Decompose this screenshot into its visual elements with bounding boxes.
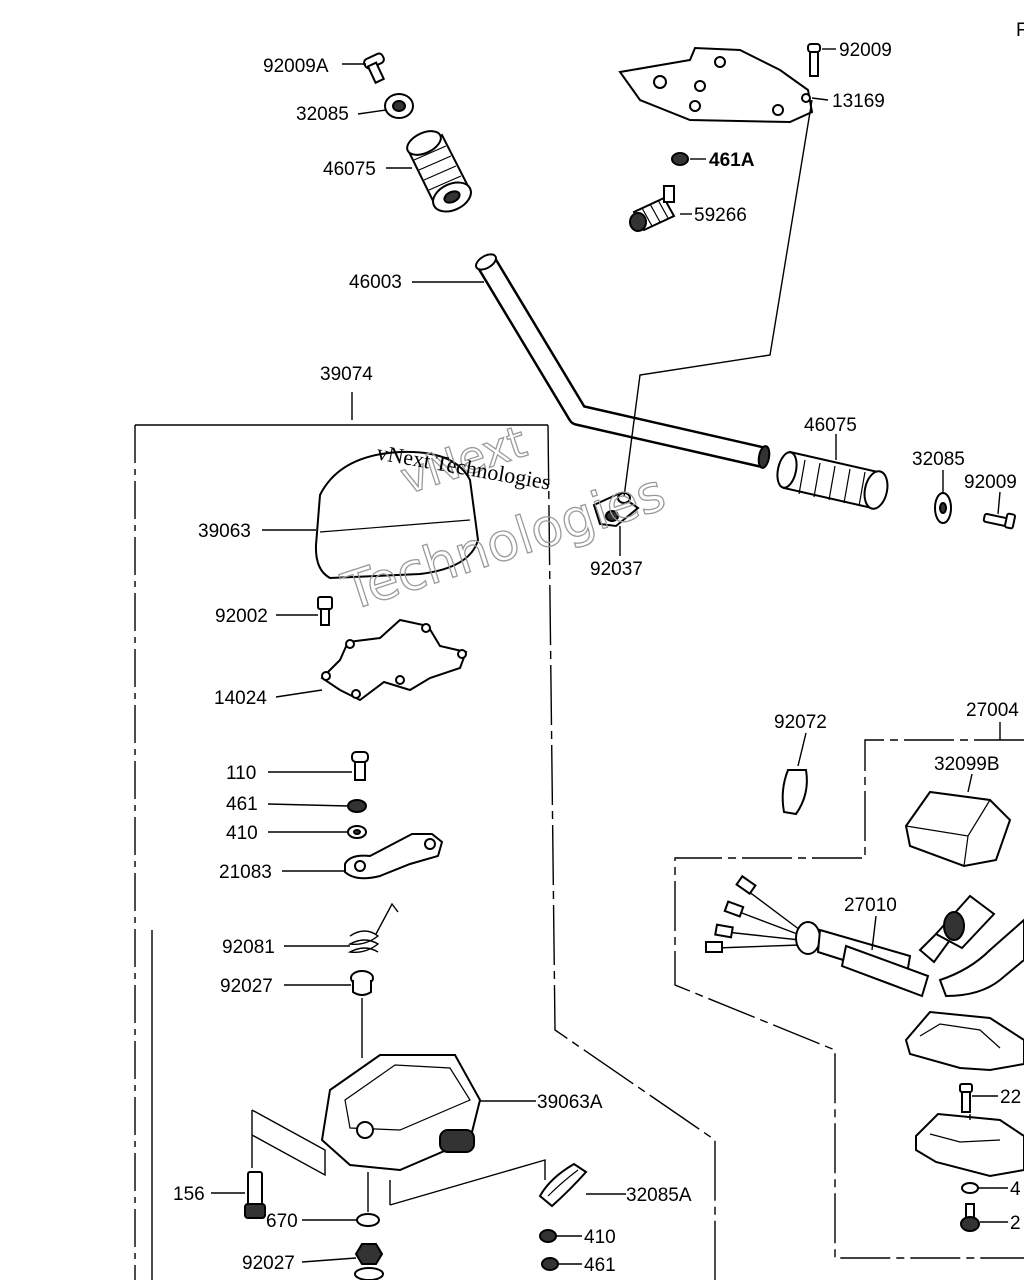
- wiring-27010-drawing: [705, 874, 1024, 998]
- screw-2-drawing: [960, 1203, 980, 1232]
- screw-92002-drawing: [317, 596, 333, 626]
- washer-4-drawing: [961, 1182, 979, 1194]
- cap-92027-lower-drawing: [354, 1243, 384, 1280]
- label-92081: 92081: [222, 937, 275, 958]
- clamp-92037-drawing: [592, 492, 640, 528]
- label-92009-right: 92009: [964, 472, 1017, 493]
- label-13169: 13169: [832, 91, 885, 112]
- leader-lines: [211, 48, 1008, 1265]
- gasket-14024-drawing: [320, 618, 468, 702]
- grip-46075-top-drawing: [406, 130, 472, 213]
- label-39074: 39074: [320, 364, 373, 385]
- label-92027-lower: 92027: [242, 1253, 295, 1274]
- label-4-partial: 4: [1010, 1179, 1021, 1200]
- label-670: 670: [266, 1211, 298, 1232]
- label-92027-upper: 92027: [220, 976, 273, 997]
- label-21083: 21083: [219, 862, 272, 883]
- nut-461-upper-drawing: [347, 799, 367, 813]
- label-32085-top: 32085: [296, 104, 349, 125]
- bolt-110-drawing: [351, 751, 369, 781]
- label-92037: 92037: [590, 559, 643, 580]
- group-frame-right: [674, 722, 1024, 1259]
- pad-32085A-drawing: [538, 1162, 588, 1208]
- label-22-partial: 22: [1000, 1087, 1021, 1108]
- weight-32085-top-drawing: [384, 93, 414, 119]
- label-156: 156: [173, 1184, 205, 1205]
- label-32085-right: 32085: [912, 449, 965, 470]
- screw-22-drawing: [959, 1083, 973, 1113]
- label-92009-top: 92009: [839, 40, 892, 61]
- washer-410-upper-drawing: [347, 825, 367, 839]
- washer-410-lower-drawing: [539, 1229, 557, 1243]
- assembly-lines: [251, 99, 971, 1212]
- cap-92027-upper-drawing: [350, 970, 374, 996]
- label-410-upper: 410: [226, 823, 258, 844]
- label-27004: 27004: [966, 700, 1019, 721]
- weight-32085-right-drawing: [934, 492, 952, 524]
- band-92072-drawing: [781, 769, 808, 816]
- adjuster-59266-drawing: [629, 185, 676, 232]
- label-2-partial: 2: [1010, 1213, 1021, 1234]
- screw-92009A-drawing: [363, 52, 386, 85]
- spring-92081-drawing: [347, 902, 399, 954]
- bolt-92009-top-drawing: [807, 43, 821, 77]
- cover-32099B-drawing: [904, 790, 1012, 868]
- label-39063A: 39063A: [537, 1092, 603, 1113]
- group-frame-left: [134, 392, 716, 1280]
- lower-housing-39063A-drawing: [320, 1054, 482, 1172]
- label-92009A: 92009A: [263, 56, 329, 77]
- label-46075-right: 46075: [804, 415, 857, 436]
- label-32099B: 32099B: [934, 754, 1000, 775]
- right-housing-upper-drawing: [904, 1010, 1024, 1072]
- contact-plate-21083-drawing: [344, 833, 444, 880]
- nut-461-lower-drawing: [541, 1257, 559, 1271]
- nut-461A-drawing: [671, 152, 689, 166]
- label-461-lower: 461: [584, 1255, 616, 1276]
- screw-92009-right-drawing: [982, 512, 1016, 530]
- label-461-upper: 461: [226, 794, 258, 815]
- plate-13169-drawing: [618, 46, 814, 124]
- part-labels: 92009A 32085 46075 92009 13169 461A 5926…: [173, 20, 1024, 1276]
- label-92072: 92072: [774, 712, 827, 733]
- label-410-lower: 410: [584, 1227, 616, 1248]
- bolt-156-drawing: [244, 1171, 266, 1219]
- upper-housing-39063-drawing: [314, 450, 480, 580]
- right-housing-lower-drawing: [915, 1112, 1024, 1178]
- label-32085A: 32085A: [626, 1185, 692, 1206]
- label-39063: 39063: [198, 521, 251, 542]
- label-46075-top: 46075: [323, 159, 376, 180]
- label-corner-f: F: [1016, 20, 1024, 41]
- label-27010: 27010: [844, 895, 897, 916]
- grip-46075-right-drawing: [776, 450, 889, 510]
- oring-670-drawing: [356, 1213, 380, 1227]
- label-461A: 461A: [709, 150, 755, 171]
- label-46003: 46003: [349, 272, 402, 293]
- label-59266: 59266: [694, 205, 747, 226]
- label-14024: 14024: [214, 688, 267, 709]
- label-110: 110: [226, 763, 256, 784]
- label-92002: 92002: [215, 606, 268, 627]
- handlebar-46003-drawing: [475, 253, 771, 469]
